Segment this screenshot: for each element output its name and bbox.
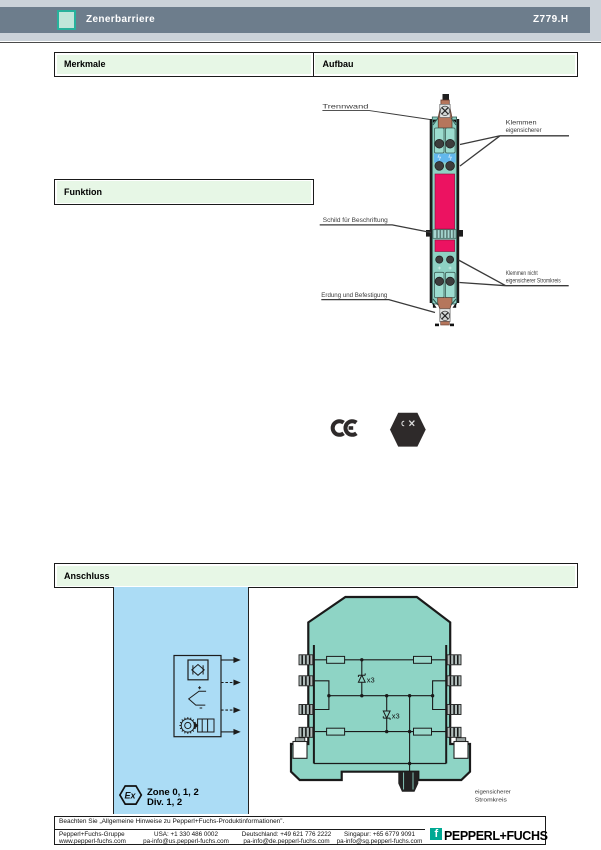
svg-text:x3: x3 — [392, 712, 400, 721]
svg-text:eigensicherer: eigensicherer — [475, 790, 511, 796]
svg-text:Klemmen nicht: Klemmen nicht — [506, 270, 538, 277]
svg-text:eigensicherer Stromkreis: eigensicherer Stromkreis — [506, 277, 561, 284]
svg-text:Erdung und Befestigung: Erdung und Befestigung — [321, 292, 388, 299]
svg-text:eigensicherer: eigensicherer — [506, 127, 542, 134]
svg-text:x3: x3 — [367, 675, 375, 684]
svg-text:Ex: Ex — [125, 791, 137, 801]
svg-text:Trennwand: Trennwand — [322, 104, 369, 111]
svg-text:Stromkreis: Stromkreis — [475, 798, 507, 804]
svg-text:Klemmen: Klemmen — [506, 120, 538, 127]
svg-text:Schild für Beschriftung: Schild für Beschriftung — [323, 217, 389, 224]
